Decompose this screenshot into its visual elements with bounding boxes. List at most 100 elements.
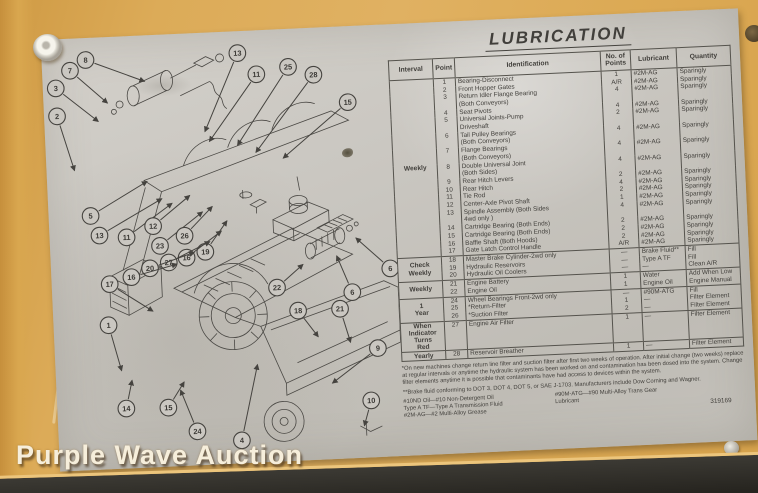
svg-text:1: 1 bbox=[106, 321, 111, 330]
cell-interval: 1 Year bbox=[399, 297, 445, 324]
svg-text:28: 28 bbox=[309, 70, 318, 79]
cell-points: 4 bbox=[601, 85, 633, 103]
cell-lubricant: — bbox=[642, 310, 690, 342]
callout-3: 3 bbox=[46, 79, 99, 123]
cell-point: 6 bbox=[435, 131, 459, 149]
callout-5: 5 bbox=[81, 180, 148, 225]
callout-16: 16 bbox=[122, 262, 178, 287]
svg-text:6: 6 bbox=[350, 288, 355, 297]
callout-17: 17 bbox=[100, 275, 154, 312]
cell-point: 28 bbox=[445, 349, 468, 360]
callout-13: 13 bbox=[204, 44, 247, 133]
svg-text:24: 24 bbox=[193, 427, 203, 436]
cell-point: 27 bbox=[444, 320, 468, 351]
col-header-5: Quantity bbox=[676, 45, 731, 68]
cell-point: 3 bbox=[433, 93, 457, 110]
callout-23: 23 bbox=[151, 211, 204, 255]
callout-24: 24 bbox=[179, 389, 207, 441]
callout-18: 18 bbox=[289, 301, 319, 338]
svg-text:10: 10 bbox=[367, 396, 376, 405]
cell-points: 4 bbox=[604, 154, 636, 172]
cell-points: 1 bbox=[612, 312, 644, 344]
callout-6: 6 bbox=[335, 255, 362, 302]
callout-9: 9 bbox=[331, 339, 387, 384]
svg-text:6: 6 bbox=[388, 264, 393, 273]
svg-text:25: 25 bbox=[284, 62, 293, 71]
svg-text:17: 17 bbox=[105, 280, 114, 289]
machine-sketch bbox=[108, 53, 402, 442]
watermark: Purple Wave Auction bbox=[16, 440, 304, 470]
col-header-1: Point bbox=[432, 57, 456, 79]
callout-12: 12 bbox=[144, 194, 191, 235]
svg-text:12: 12 bbox=[149, 222, 158, 231]
svg-text:26: 26 bbox=[180, 231, 189, 240]
callout-15: 15 bbox=[159, 381, 185, 417]
col-header-4: Lubricant bbox=[630, 47, 677, 70]
svg-text:9: 9 bbox=[376, 344, 381, 353]
cell-interval: Yearly bbox=[401, 350, 446, 362]
svg-text:4: 4 bbox=[240, 436, 245, 445]
cell-interval: Weekly bbox=[398, 280, 444, 300]
svg-text:18: 18 bbox=[294, 306, 303, 315]
callout-19: 19 bbox=[196, 220, 228, 261]
callout-8: 8 bbox=[76, 51, 146, 83]
svg-text:7: 7 bbox=[68, 66, 73, 75]
callout-11: 11 bbox=[208, 65, 266, 143]
cell-lubricant: — bbox=[643, 339, 690, 351]
svg-text:14: 14 bbox=[122, 404, 132, 413]
svg-text:2: 2 bbox=[55, 112, 60, 121]
cell-point: 7 bbox=[436, 147, 460, 164]
col-header-3: No. of Points bbox=[600, 49, 632, 71]
cell-quantity: Filter Element bbox=[687, 307, 744, 340]
cell-point: 8 bbox=[437, 162, 460, 180]
callout-4: 4 bbox=[233, 363, 260, 450]
callout-13: 13 bbox=[90, 198, 163, 245]
callout-7: 7 bbox=[61, 61, 109, 104]
cell-points: 4 bbox=[603, 123, 635, 141]
svg-text:11: 11 bbox=[252, 70, 260, 79]
svg-text:15: 15 bbox=[164, 403, 173, 412]
svg-text:11: 11 bbox=[122, 233, 130, 242]
callout-25: 25 bbox=[237, 58, 297, 146]
cell-interval: Check Weekly bbox=[397, 256, 443, 283]
callout-26: 26 bbox=[175, 205, 213, 245]
cell-interval: When Indicator Turns Red bbox=[400, 321, 446, 353]
callout-21: 21 bbox=[331, 299, 352, 344]
cell-points: 4 bbox=[607, 200, 638, 218]
svg-text:15: 15 bbox=[343, 98, 352, 107]
callout-20: 20 bbox=[141, 251, 196, 278]
svg-text:19: 19 bbox=[201, 247, 210, 256]
callout-15: 15 bbox=[282, 93, 357, 159]
cell-quantity: Filter Element bbox=[689, 337, 744, 349]
svg-text:23: 23 bbox=[156, 241, 165, 250]
cell-point: 5 bbox=[434, 116, 458, 133]
part-number: 319169 bbox=[710, 396, 732, 405]
cell-point: 13 bbox=[439, 208, 462, 226]
svg-text:5: 5 bbox=[88, 211, 93, 220]
cell-points: 4 bbox=[604, 139, 635, 157]
svg-text:21: 21 bbox=[336, 304, 345, 313]
svg-text:8: 8 bbox=[83, 56, 88, 65]
callout-2: 2 bbox=[48, 107, 76, 172]
callout-10: 10 bbox=[362, 391, 381, 427]
svg-text:16: 16 bbox=[127, 273, 136, 282]
svg-text:13: 13 bbox=[95, 231, 104, 240]
legend-right: #90M-ATG—#90 Multi-Alloy Trans Gear Lubr… bbox=[554, 387, 658, 406]
svg-text:27: 27 bbox=[164, 258, 173, 267]
callout-6: 6 bbox=[355, 237, 400, 278]
svg-text:16: 16 bbox=[182, 253, 191, 262]
callout-14: 14 bbox=[117, 379, 136, 418]
legend-left: #10ND Oil—#10 Non-Detergent Oil Type A T… bbox=[403, 395, 503, 419]
panel-left-edge bbox=[0, 0, 34, 493]
callout-1: 1 bbox=[99, 316, 124, 372]
cell-points: 1 bbox=[613, 341, 644, 352]
col-header-0: Interval bbox=[388, 58, 434, 81]
callout-22: 22 bbox=[268, 263, 304, 297]
knob-top-right bbox=[745, 25, 758, 42]
